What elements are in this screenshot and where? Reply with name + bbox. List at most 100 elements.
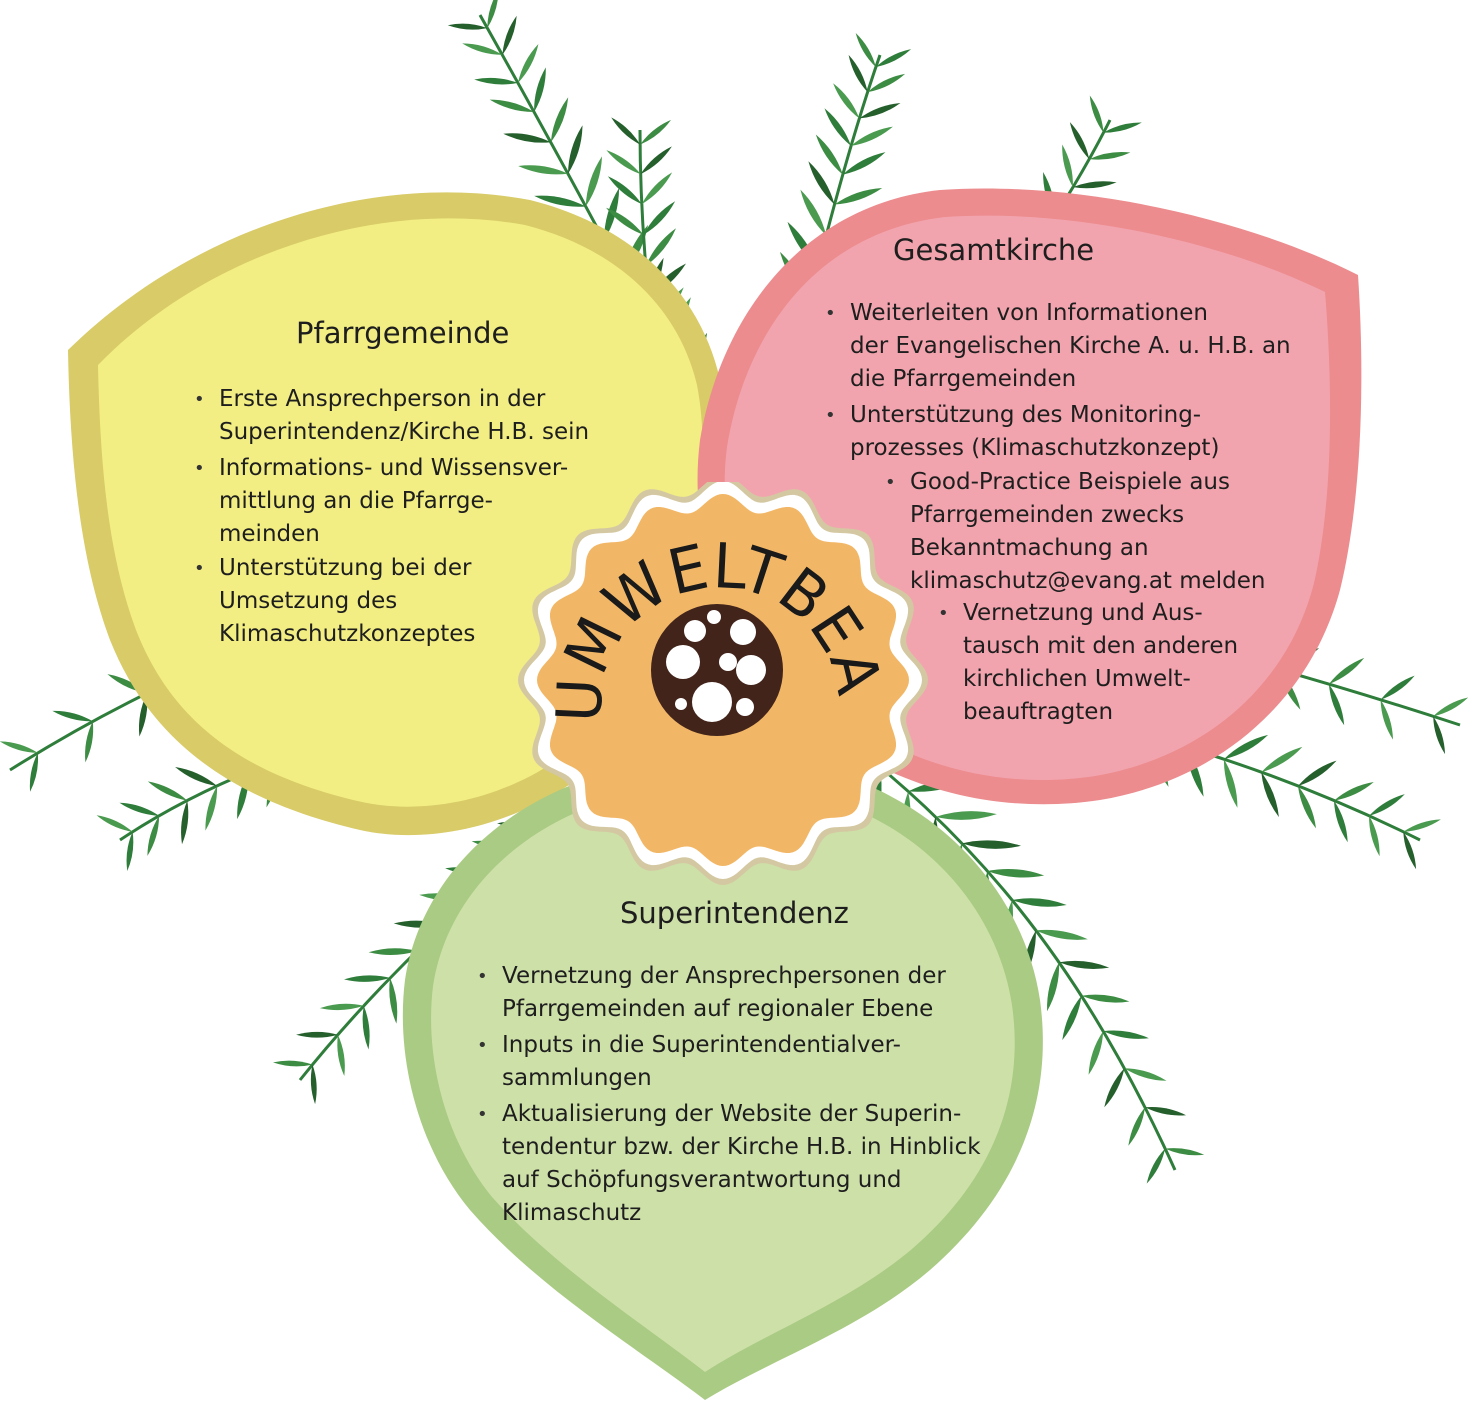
fern-leaf <box>96 815 133 832</box>
fern-leaf <box>362 1005 370 1050</box>
fern-leaf <box>119 802 160 816</box>
fern-leaf <box>643 201 676 235</box>
fern-leaf <box>833 83 860 119</box>
fern-leaf <box>503 133 551 143</box>
pfarrgemeinde-title: Pfarrgemeinde <box>296 316 510 350</box>
fern-leaf <box>1369 815 1380 857</box>
fern-leaf <box>1062 144 1073 188</box>
fern-leaf <box>585 156 602 207</box>
petal-superintendenz-inner <box>431 784 1015 1372</box>
fern-leaf <box>1089 95 1104 133</box>
fern-leaf <box>1369 794 1405 816</box>
fern-leaf <box>52 710 93 722</box>
fern-leaf <box>606 207 644 235</box>
fern-leaf <box>859 103 901 119</box>
fern-leaf <box>1298 760 1337 786</box>
fern-leaf <box>1124 1068 1167 1081</box>
fern-leaf <box>604 187 620 241</box>
list-item: •Informations- und Wissensver- mittlung … <box>194 455 569 547</box>
fern-leaf <box>1103 1030 1149 1039</box>
fern-leaf <box>1261 772 1279 818</box>
fern-leaf <box>606 150 641 175</box>
fern-leaf <box>1145 1107 1186 1116</box>
fern-leaf <box>1403 831 1417 870</box>
fern-leaf <box>611 117 641 145</box>
fern-leaf <box>1072 181 1117 189</box>
fern-leaf <box>518 44 539 83</box>
list-item: •Unterstützung bei der Umsetzung des Kli… <box>194 555 476 647</box>
gesamtkirche-list: •Weiterleiten von Informationen der Evan… <box>825 297 1291 732</box>
fern-leaf <box>1062 995 1082 1041</box>
fern-leaf <box>1334 800 1348 843</box>
fern-leaf <box>568 125 583 174</box>
list-item: •Unterstützung des Monitoring- prozesses… <box>825 402 1220 461</box>
fern-leaf <box>175 767 218 786</box>
superintendenz-title: Superintendenz <box>620 896 849 930</box>
fern-leaf <box>1165 1148 1205 1156</box>
fern-leaf <box>1088 1031 1104 1075</box>
fern-leaf <box>474 77 518 85</box>
fern-leaf <box>550 97 569 143</box>
fern-leaf <box>640 119 671 145</box>
fern-leaf <box>1103 122 1142 133</box>
fern-leaf <box>1146 1148 1166 1184</box>
fern-leaf <box>800 189 827 236</box>
fern-leaf <box>1328 657 1365 685</box>
fern-leaf <box>641 172 673 205</box>
fern-leaf <box>462 43 503 55</box>
fern-leaf <box>344 975 391 982</box>
fern-leaf <box>337 1034 345 1076</box>
fern-leaf <box>607 176 642 205</box>
list-item: •Inputs in die Superintendentialver- sam… <box>477 1032 901 1091</box>
fern-leaf <box>502 15 517 55</box>
list-item: •Vernetzung und Aus- tausch mit den ande… <box>938 600 1239 725</box>
fern-leaf <box>518 165 568 175</box>
fern-leaf <box>815 134 843 175</box>
fern-leaf <box>808 161 835 205</box>
fern-leaf <box>319 1003 364 1011</box>
list-item: •Weiterleiten von Informationen der Evan… <box>825 300 1291 392</box>
fern-leaf <box>987 868 1045 878</box>
fern-leaf <box>1403 819 1441 832</box>
fern-leaf <box>824 108 851 146</box>
fern-leaf <box>1047 962 1060 1012</box>
fern-leaf <box>1433 697 1468 717</box>
fern-leaf <box>1380 699 1393 740</box>
fern-leaf <box>842 152 886 175</box>
fern-leaf <box>1081 994 1130 1003</box>
fern-leaf <box>645 228 676 266</box>
fern-leaf <box>1035 929 1088 940</box>
superintendenz-list: •Vernetzung der Ansprechpersonen der Pfa… <box>477 960 981 1233</box>
fern-leaf <box>1059 960 1110 969</box>
fern-leaf <box>489 99 535 112</box>
fern-leaf <box>85 721 94 763</box>
fern-leaf <box>389 977 398 1024</box>
fern-leaf <box>1223 734 1269 760</box>
fern-leaf <box>296 1031 338 1038</box>
fern-leaf <box>368 948 417 956</box>
fern-leaf <box>875 49 912 68</box>
umweltbeauftragte-badge: UMWELTBEAUFTRAGTE <box>508 482 928 885</box>
fern-leaf <box>1328 684 1345 726</box>
fern-leaf <box>867 73 906 93</box>
list-item: •Erste Ansprechperson in der Superintend… <box>194 386 590 445</box>
fern-leaf <box>0 741 38 753</box>
fern-leaf <box>1104 1068 1125 1108</box>
fern-leaf <box>310 1064 317 1105</box>
fern-leaf <box>935 811 997 820</box>
list-item: •Aktualisierung der Website der Superin-… <box>477 1101 981 1226</box>
fern-leaf <box>147 815 160 856</box>
fern-leaf <box>1089 151 1131 160</box>
fern-leaf <box>487 0 498 29</box>
fern-leaf <box>1128 1107 1145 1146</box>
fern-leaf <box>1069 122 1090 160</box>
fern-leaf <box>205 786 218 831</box>
fern-leaf <box>640 146 672 175</box>
fern-leaf <box>834 188 883 205</box>
fern-leaf <box>273 1060 313 1067</box>
list-item: •Good-Practice Beispiele aus Pfarrgemein… <box>885 469 1266 594</box>
fern-leaf <box>1433 716 1445 755</box>
fern-leaf <box>1223 759 1238 808</box>
fern-leaf <box>855 33 876 68</box>
fern-leaf <box>126 831 134 871</box>
